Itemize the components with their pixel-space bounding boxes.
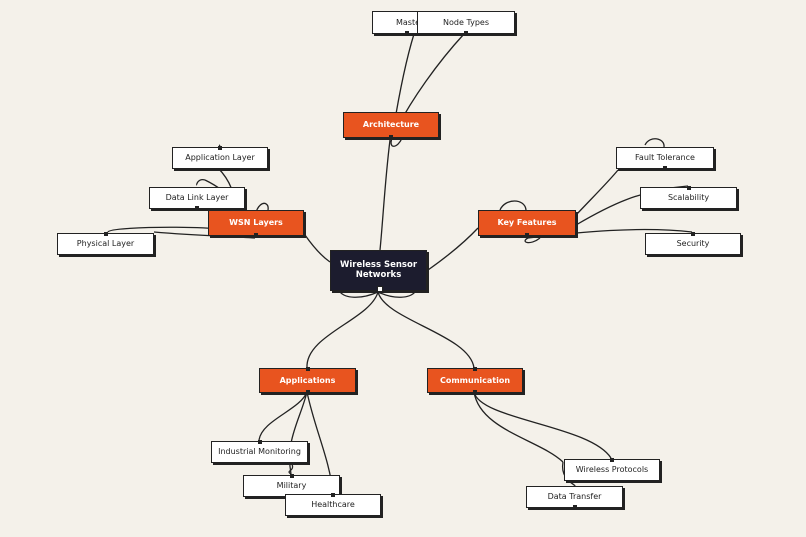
node-healthcare-handle[interactable] xyxy=(331,493,335,497)
node-industrial-monitoring[interactable]: Industrial Monitoring xyxy=(211,440,308,463)
node-master-handle[interactable] xyxy=(405,31,409,35)
node-root-handle[interactable] xyxy=(376,286,383,292)
node-application-layer-handle-top[interactable] xyxy=(218,146,222,150)
node-application-layer-label: Application Layer xyxy=(185,153,255,163)
node-key-features-handle[interactable] xyxy=(525,233,529,237)
node-data-link-layer-label: Data Link Layer xyxy=(165,193,229,203)
node-data-transfer[interactable]: Data Transfer xyxy=(526,486,623,509)
node-industrial-monitoring-label: Industrial Monitoring xyxy=(218,447,301,457)
node-security[interactable]: Security xyxy=(645,232,741,255)
node-applications-label: Applications xyxy=(279,375,336,385)
edge-root-key-features xyxy=(427,227,479,271)
node-military-label: Military xyxy=(276,481,307,491)
node-application-layer[interactable]: Application Layer xyxy=(172,146,268,169)
node-wireless-protocols-handle[interactable] xyxy=(610,458,614,462)
edge-apps-military xyxy=(289,391,308,475)
edge-kf-fault-hook xyxy=(644,138,665,148)
node-architecture-handle[interactable] xyxy=(389,135,393,139)
node-security-label: Security xyxy=(676,239,710,249)
node-military-handle[interactable] xyxy=(289,474,294,478)
edge-comm-wireless xyxy=(473,391,612,459)
node-root[interactable]: Wireless Sensor Networks xyxy=(330,250,427,292)
node-applications[interactable]: Applications xyxy=(259,367,356,394)
node-wsn-layers-label: WSN Layers xyxy=(229,218,283,228)
node-key-features-label: Key Features xyxy=(497,218,557,228)
node-wireless-protocols-label: Wireless Protocols xyxy=(575,465,649,475)
node-wsn-layers[interactable]: WSN Layers xyxy=(208,210,304,237)
node-data-link-layer[interactable]: Data Link Layer xyxy=(149,187,245,210)
edge-root-architecture xyxy=(379,139,391,251)
node-applications-handle-top[interactable] xyxy=(305,367,310,371)
edge-kf-fault-tolerance xyxy=(575,169,619,216)
node-healthcare-label: Healthcare xyxy=(311,500,355,510)
edge-architecture-loop xyxy=(390,137,403,147)
node-communication-handle-top[interactable] xyxy=(473,367,477,371)
edge-root-applications xyxy=(306,291,379,369)
edge-root-loop-b xyxy=(377,291,416,298)
node-healthcare[interactable]: Healthcare xyxy=(285,493,381,516)
node-data-link-layer-handle[interactable] xyxy=(195,206,199,210)
edge-root-communication xyxy=(377,291,475,369)
edge-root-wsn-layers xyxy=(304,234,331,263)
node-physical-layer[interactable]: Physical Layer xyxy=(57,232,154,255)
node-architecture[interactable]: Architecture xyxy=(343,112,439,139)
edge-kf-loop xyxy=(524,237,541,244)
node-wireless-protocols[interactable]: Wireless Protocols xyxy=(564,458,660,481)
node-node-types-label: Node Types xyxy=(443,17,489,27)
node-communication-handle-bottom[interactable] xyxy=(473,390,477,394)
node-scalability-label: Scalability xyxy=(667,193,710,203)
node-industrial-monitoring-handle[interactable] xyxy=(257,440,262,444)
node-scalability[interactable]: Scalability xyxy=(640,186,737,209)
node-physical-layer-label: Physical Layer xyxy=(76,239,135,249)
edge-kf-hook xyxy=(499,200,527,211)
edge-apps-ind-hook xyxy=(288,463,294,475)
edge-wsn-data-link-hook xyxy=(196,178,206,186)
node-node-types[interactable]: Node Types xyxy=(417,11,515,35)
node-wsn-layers-handle[interactable] xyxy=(254,233,258,237)
node-fault-tolerance[interactable]: Fault Tolerance xyxy=(616,147,714,170)
node-fault-tolerance-handle[interactable] xyxy=(663,166,667,170)
node-data-transfer-handle[interactable] xyxy=(572,505,577,509)
node-master-label: Maste xyxy=(396,17,421,27)
node-architecture-label: Architecture xyxy=(362,120,420,130)
edge-apps-industrial xyxy=(258,391,308,441)
node-fault-tolerance-label: Fault Tolerance xyxy=(635,153,695,163)
node-physical-layer-handle[interactable] xyxy=(103,232,108,236)
node-communication[interactable]: Communication xyxy=(427,367,523,394)
edge-comm-datatransfer xyxy=(473,391,564,463)
node-key-features[interactable]: Key Features xyxy=(478,210,576,237)
node-root-label: Wireless Sensor Networks xyxy=(339,259,418,280)
node-data-transfer-label: Data Transfer xyxy=(547,492,602,502)
node-communication-label: Communication xyxy=(439,375,511,385)
node-security-handle[interactable] xyxy=(691,232,695,236)
node-scalability-handle[interactable] xyxy=(686,186,691,190)
edge-root-loop-a xyxy=(339,291,379,298)
node-applications-handle-bottom[interactable] xyxy=(305,390,310,394)
node-node-types-handle[interactable] xyxy=(464,31,468,35)
